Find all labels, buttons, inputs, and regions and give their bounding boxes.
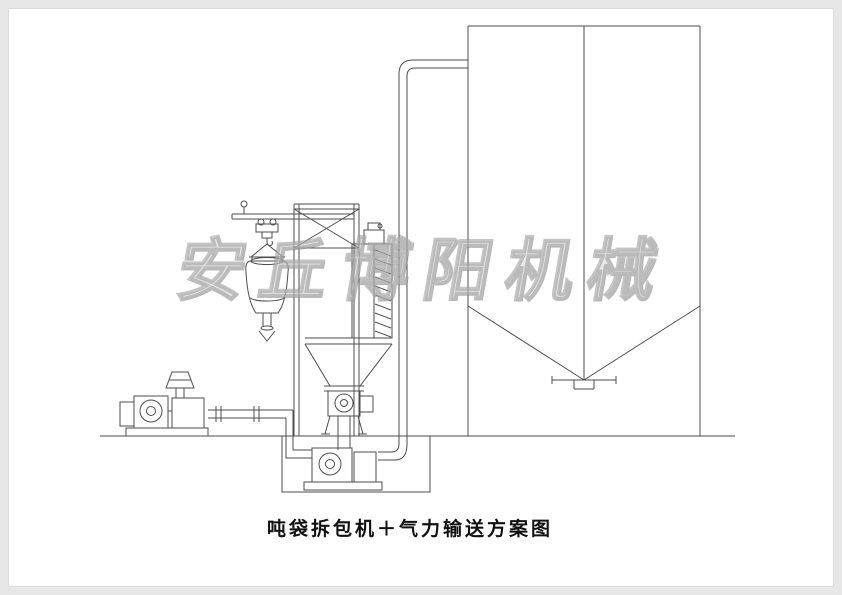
equipment-pit (281, 436, 431, 493)
pit-conveying-pump (303, 447, 383, 491)
rotary-valve (321, 390, 374, 450)
discharge-hopper (304, 337, 393, 392)
blower-discharge-pipe (208, 406, 312, 459)
bag-unpacker (351, 222, 393, 339)
ton-bag (245, 243, 289, 342)
storage-silo (467, 25, 701, 436)
roots-blower (119, 371, 209, 437)
conveying-pipe (378, 59, 468, 461)
support-frame (287, 203, 366, 437)
diagram-caption: 吨袋拆包机＋气力输送方案图 (266, 518, 553, 540)
drawing-canvas (8, 8, 834, 587)
monorail-hoist (231, 200, 354, 247)
